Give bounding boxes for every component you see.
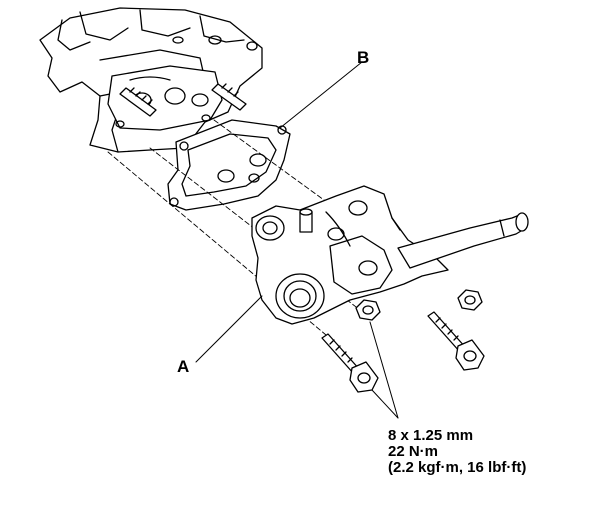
torque-alt-text: (2.2 kgf·m, 16 lbf·ft) xyxy=(388,459,527,476)
flange-bolt-2 xyxy=(427,311,485,371)
callout-label-a: A xyxy=(177,357,190,376)
callout-label-b: B xyxy=(357,48,370,67)
flange-nut-1 xyxy=(355,299,381,321)
water-outlet-housing-a xyxy=(251,185,449,325)
flange-nut-2 xyxy=(457,289,483,311)
engine-block xyxy=(39,7,263,153)
torque-spec: 8 x 1.25 mm 22 N·m (2.2 kgf·m, 16 lbf·ft… xyxy=(388,428,526,476)
leader-lines xyxy=(195,61,399,419)
torque-nm-text: 22 N·m xyxy=(388,443,439,460)
flange-bolt-1 xyxy=(321,333,379,393)
bypass-pipe xyxy=(397,212,529,269)
stud-right xyxy=(211,83,247,111)
bolt-size-text: 8 x 1.25 mm xyxy=(388,427,474,444)
stud-left xyxy=(119,87,157,117)
